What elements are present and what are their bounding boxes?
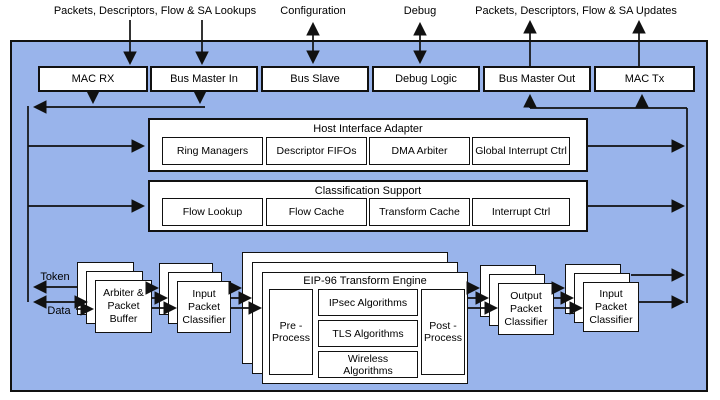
box-dma-arbiter: DMA Arbiter [369,137,470,165]
eip96-title: EIP-96 Transform Engine [303,275,427,287]
box-input-packet-classifier-right-label: Input Packet Classifier [589,287,633,326]
box-bus-master-out: Bus Master Out [483,66,591,92]
group-title-host-interface-adapter: Host Interface Adapter [313,123,423,135]
label-configuration: Configuration [280,5,346,17]
label-packets-updates: Packets, Descriptors, Flow & SA Updates [475,5,677,17]
box-input-packet-classifier-label: Input Packet Classifier [182,287,226,326]
label-data: Data [47,305,71,317]
box-interrupt-ctrl: Interrupt Ctrl [472,198,570,226]
box-arbiter-packet-buffer [95,280,152,333]
box-flow-lookup: Flow Lookup [162,198,263,226]
box-debug-logic: Debug Logic [372,66,480,92]
box-ipsec-algorithms: IPsec Algorithms [318,289,418,316]
box-global-interrupt-ctrl: Global Interrupt Ctrl [472,137,570,165]
label-debug: Debug [403,5,437,17]
box-bus-slave: Bus Slave [261,66,369,92]
box-flow-cache: Flow Cache [266,198,367,226]
box-bus-master-in: Bus Master In [150,66,258,92]
box-wireless-algorithms: Wireless Algorithms [318,351,418,378]
box-ring-managers: Ring Managers [162,137,263,165]
group-title-classification-support: Classification Support [314,185,422,197]
box-mac-tx: MAC Tx [594,66,695,92]
box-transform-cache: Transform Cache [369,198,470,226]
label-token: Token [40,271,70,283]
box-arbiter-packet-buffer-label: Arbiter & Packet Buffer [103,287,144,325]
label-packets-lookups: Packets, Descriptors, Flow & SA Lookups [53,5,257,17]
box-tls-algorithms: TLS Algorithms [318,320,418,347]
box-input-packet-classifier-right [583,282,639,332]
box-descriptor-fifos: Descriptor FIFOs [266,137,367,165]
box-input-packet-classifier [177,281,231,333]
box-post-process: Post - Process [421,289,465,375]
box-output-packet-classifier-label: Output Packet Classifier [504,289,548,328]
box-pre-process: Pre - Process [269,289,313,375]
box-output-packet-classifier [498,283,554,335]
box-mac-rx: MAC RX [38,66,148,92]
